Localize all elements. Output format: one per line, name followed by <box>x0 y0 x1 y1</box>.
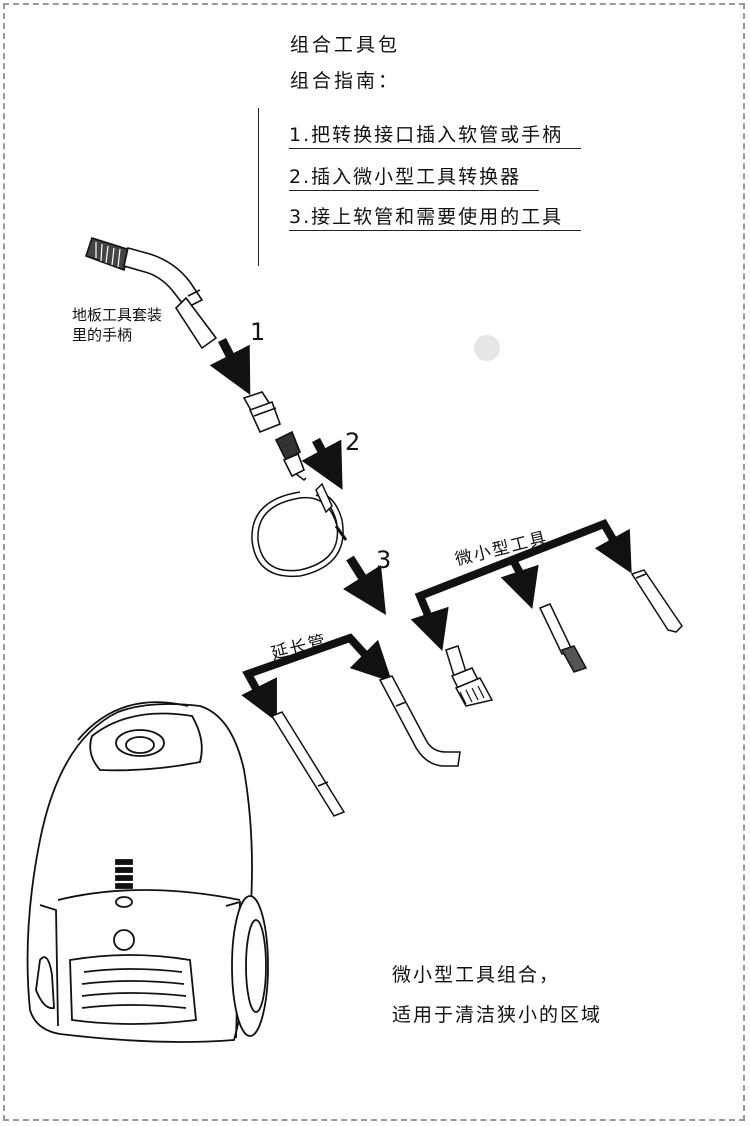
arrow-to-bent-tube <box>349 639 393 683</box>
straight-extension-tube <box>270 711 346 817</box>
round-brush-tool <box>445 645 494 707</box>
flexible-hose-part <box>251 482 348 578</box>
smudge-mark <box>474 335 500 361</box>
control-buttons-icon <box>115 859 133 908</box>
extension-tube-bracket <box>242 633 373 694</box>
step-2-number: 2 <box>345 428 361 456</box>
arrow-step-2 <box>301 437 343 490</box>
power-button-icon <box>113 929 135 951</box>
dashed-frame <box>3 3 745 1121</box>
handle-illustration <box>84 237 218 350</box>
arrow-to-brush <box>410 606 449 651</box>
arrow-to-straight-tube <box>241 677 277 722</box>
steps-box: 1.把转换接口插入软管或手柄 2.插入微小型工具转换器 3.接上软管和需要使用的… <box>258 108 659 266</box>
step-1-text: 1.把转换接口插入软管或手柄 <box>289 122 582 149</box>
mini-tools-bracket <box>414 519 622 622</box>
vacuum-cleaner-illustration <box>26 701 269 1043</box>
step-1-number: 1 <box>250 318 266 346</box>
arrow-step-3 <box>342 555 387 616</box>
wheel-icon <box>231 895 269 1037</box>
page-subtitle: 组合指南： <box>290 70 401 92</box>
caption-line-2: 适用于清洁狭小的区域 <box>392 1004 603 1026</box>
ribbed-hose-end-icon <box>84 237 131 272</box>
arrow-step-1 <box>209 337 251 396</box>
step-3-text: 3.接上软管和需要使用的工具 <box>289 204 582 231</box>
bent-extension-tube <box>378 675 461 767</box>
connector-part <box>242 391 282 434</box>
page-title: 组合工具包 <box>290 34 401 56</box>
crevice-tool <box>630 569 683 633</box>
step-2-text: 2.插入微小型工具转换器 <box>289 164 540 191</box>
vent-grille-icon <box>69 954 197 1025</box>
handle-label: 地板工具套装里的手柄 <box>72 306 163 344</box>
arrow-to-stick-brush <box>500 564 539 609</box>
arrow-to-crevice <box>594 528 632 574</box>
caption-line-1: 微小型工具组合， <box>392 964 561 986</box>
slim-brush-tool <box>538 603 588 673</box>
mini-adapter-part <box>274 430 307 482</box>
